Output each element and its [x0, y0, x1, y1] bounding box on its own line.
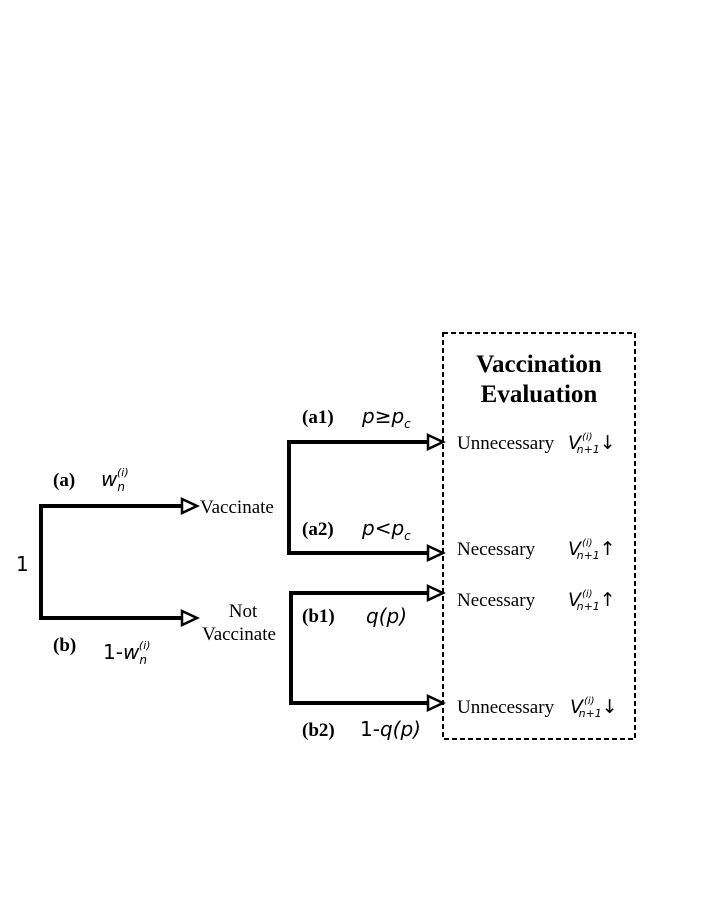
branch-a2-condition: p<pc [361, 516, 411, 543]
evaluation-row-b1-value: V(i)n+1↑ [568, 589, 616, 613]
branch-a2-tag: (a2) [302, 519, 334, 540]
root-label: 1 [16, 552, 29, 576]
branch-a-probability: wn(i) [101, 466, 129, 494]
arrowhead-not-vaccinate [180, 609, 200, 627]
evaluation-row-b2-label: Unnecessary [457, 697, 555, 718]
branch-b1-tag: (b1) [302, 606, 335, 627]
arrowhead-a2 [426, 544, 446, 562]
branch-a1-condition: p≥pc [361, 404, 411, 431]
evaluation-box [442, 332, 636, 740]
node-not-vaccinate-line2: Vaccinate [202, 624, 276, 645]
branch-line-a-b [39, 504, 184, 620]
arrowhead-vaccinate [180, 497, 200, 515]
evaluation-row-a1-value: V(i)n+1↓ [568, 432, 616, 456]
evaluation-row-b2-value: V(i)n+1↓ [570, 696, 618, 720]
node-not-vaccinate-line1: Not [229, 601, 258, 622]
arrowhead-a1 [426, 433, 446, 451]
evaluation-row-a2-value: V(i)n+1↑ [568, 538, 616, 562]
branch-b1-probability: q(p) [366, 604, 407, 628]
evaluation-row-b1-label: Necessary [457, 590, 536, 611]
node-vaccinate: Vaccinate [200, 497, 274, 518]
arrowhead-b1 [426, 584, 446, 602]
evaluation-title-line2: Evaluation [481, 381, 598, 408]
evaluation-row-a2-label: Necessary [457, 539, 536, 560]
branch-b-probability: 1-wn(i) [103, 639, 151, 667]
branch-a1-tag: (a1) [302, 407, 334, 428]
branch-line-b1-b2 [289, 591, 430, 705]
arrowhead-b2 [426, 694, 446, 712]
branch-a-tag: (a) [53, 470, 75, 491]
branch-b2-tag: (b2) [302, 720, 335, 741]
branch-b2-probability: 1-q(p) [360, 717, 421, 741]
branch-b-tag: (b) [53, 635, 76, 656]
evaluation-title-line1: Vaccination [476, 351, 602, 378]
evaluation-row-a1-label: Unnecessary [457, 433, 555, 454]
branch-line-a1-a2 [287, 440, 430, 555]
